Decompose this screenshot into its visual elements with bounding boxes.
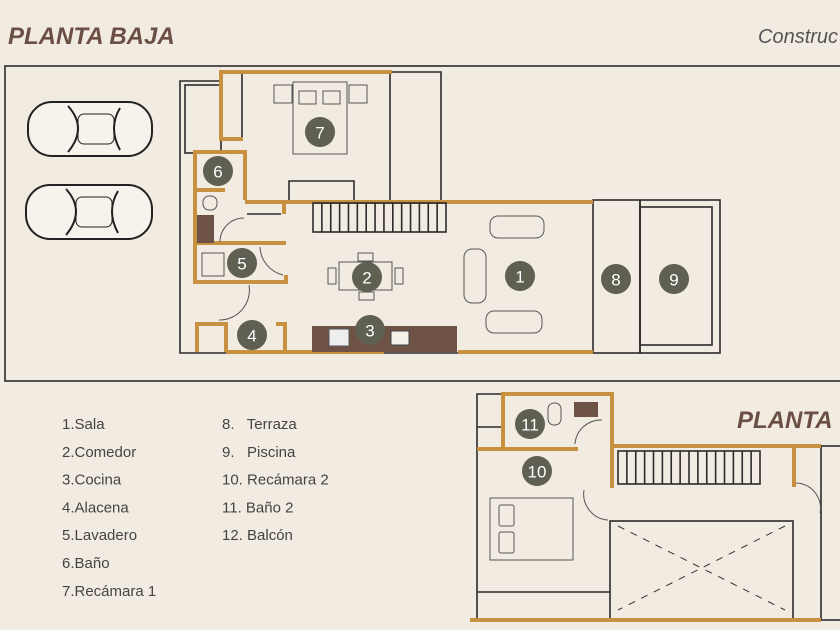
legend-item: 8. Terraza [222, 416, 297, 433]
room-marker-6: 6 [203, 156, 233, 186]
marker-circle [601, 264, 631, 294]
room-marker-5: 5 [227, 248, 257, 278]
legend-item: 5.Lavadero [62, 527, 137, 544]
legend-item: 12. Balcón [222, 527, 293, 544]
room-marker-8: 8 [601, 264, 631, 294]
furniture [197, 81, 545, 352]
sofa [485, 310, 543, 334]
doors [218, 217, 284, 321]
toilet-icon [202, 195, 218, 211]
car-icon [25, 184, 153, 240]
room-marker-4: 4 [237, 320, 267, 350]
marker-circle [659, 264, 689, 294]
room-marker-11: 11 [515, 409, 545, 439]
marker-circle [203, 156, 233, 186]
legend-item: 1.Sala [62, 416, 105, 433]
marker-number: 4 [247, 327, 256, 346]
marker-number: 9 [669, 271, 678, 290]
marker-number: 3 [365, 322, 374, 341]
marker-number: 5 [237, 255, 246, 274]
sink-icon [197, 215, 214, 243]
room-marker-7: 7 [305, 117, 335, 147]
legend-item: 7.Recámara 1 [62, 583, 156, 600]
legend-item: 3.Cocina [62, 472, 122, 489]
marker-number: 6 [213, 163, 222, 182]
legend-item: 2.Comedor [62, 444, 136, 461]
marker-circle [237, 320, 267, 350]
stove-icon [328, 328, 350, 347]
toilet-icon [547, 402, 562, 426]
marker-number: 8 [611, 271, 620, 290]
marker-number: 2 [362, 269, 371, 288]
sofa [489, 215, 545, 239]
sofa [463, 248, 487, 304]
car-icon [27, 101, 153, 157]
marker-circle [352, 262, 382, 292]
marker-circle [522, 456, 552, 486]
staircase [312, 202, 447, 233]
upper-floor-walls [476, 393, 840, 621]
legend: 1.Sala 2.Comedor 3.Cocina 4.Alacena 5.Lavade… [62, 416, 329, 600]
upper-floor-gold-walls [470, 392, 821, 622]
stair-outline [312, 202, 447, 233]
ground-floor-walls [179, 71, 721, 354]
room-marker-9: 9 [659, 264, 689, 294]
sink-icon [574, 402, 598, 417]
legend-item: 6.Baño [62, 555, 110, 572]
kitchen-sink-icon [390, 330, 410, 346]
lot-outline [4, 65, 840, 382]
room-marker-2: 2 [352, 262, 382, 292]
plan-subtitle: Construc [758, 26, 838, 48]
room-marker-1: 1 [505, 261, 535, 291]
room-marker-10: 10 [522, 456, 552, 486]
marker-number: 10 [528, 463, 547, 482]
marker-circle [227, 248, 257, 278]
marker-circle [305, 117, 335, 147]
legend-item: 11. Baño 2 [222, 499, 293, 516]
marker-number: 1 [515, 268, 524, 287]
upper-plan-title: PLANTA [737, 407, 833, 434]
legend-item: 4.Alacena [62, 499, 129, 516]
legend-item: 10. Recámara 2 [222, 472, 329, 489]
marker-circle [355, 315, 385, 345]
room-marker-3: 3 [355, 315, 385, 345]
marker-circle [505, 261, 535, 291]
plan-title: PLANTA BAJA [8, 23, 175, 50]
marker-circle [515, 409, 545, 439]
legend-item: 9. Piscina [222, 444, 296, 461]
staircase [617, 450, 761, 485]
washer-icon [201, 252, 225, 277]
ground-floor-gold-walls [193, 70, 593, 354]
marker-number: 11 [521, 416, 539, 435]
marker-number: 7 [315, 124, 324, 143]
